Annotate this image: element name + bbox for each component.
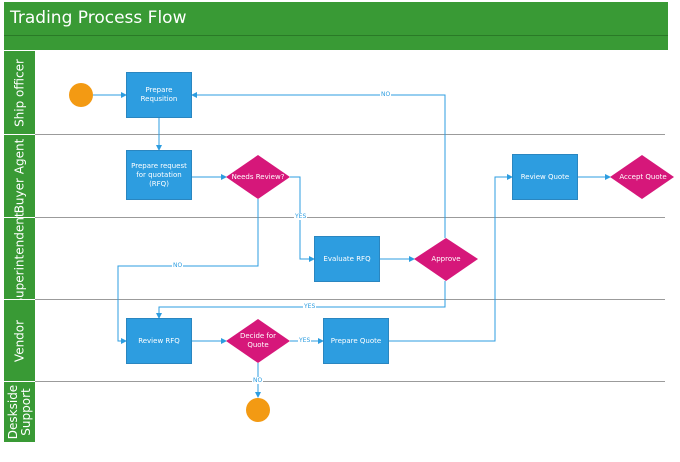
edge-label-decide-yes: YES — [298, 337, 312, 344]
process-evaluate-rfq: Evaluate RFQ — [314, 236, 380, 282]
lane-vendor: Vendor — [4, 300, 35, 382]
process-prepare-request: Prepare request for quotation (RFQ) — [126, 150, 192, 200]
process-review-rfq-label: Review RFQ — [138, 336, 180, 345]
title-bar: Trading Process Flow — [4, 2, 668, 36]
process-prepare-requisition: Prepare Requsition — [126, 72, 192, 118]
process-review-rfq: Review RFQ — [126, 318, 192, 364]
process-evaluate-rfq-label: Evaluate RFQ — [323, 254, 371, 263]
decision-needs-review — [226, 155, 290, 199]
edge-approve-yes — [156, 281, 446, 319]
process-prepare-quote: Prepare Quote — [323, 318, 389, 364]
decision-approve-label: Approve — [431, 254, 461, 263]
decision-decide-for-quote-label: Decide for Quote — [239, 332, 277, 349]
decision-approve — [414, 238, 478, 281]
process-review-quote: Review Quote — [512, 154, 578, 200]
title-strip — [4, 36, 668, 50]
end-node — [246, 398, 270, 422]
lane-divider — [35, 299, 665, 300]
lane-buyer-agent: Buyer Agent — [4, 135, 35, 218]
decision-needs-review-label: Needs Review? — [231, 172, 285, 181]
edge-needs-review-no — [117, 199, 259, 344]
process-prepare-quote-label: Prepare Quote — [330, 336, 382, 345]
start-node — [69, 83, 93, 107]
edge-prepare-to-review-quote — [389, 174, 513, 342]
edge-label-needs-review-yes: YES — [294, 213, 308, 220]
lane-divider — [35, 217, 665, 218]
decision-accept-quote-label: Accept Quote — [619, 172, 667, 181]
edge-label-decide-no: NO — [252, 377, 264, 384]
lane-superintendent: Superintendent — [4, 212, 35, 305]
diagram-title: Trading Process Flow — [10, 8, 187, 28]
decision-decide-for-quote — [226, 319, 290, 363]
process-prepare-request-label: Prepare request for quotation (RFQ) — [131, 161, 187, 188]
edge-approve-no — [191, 92, 446, 238]
lane-ship-officer: Ship officer — [4, 51, 35, 135]
decision-accept-quote — [610, 155, 674, 199]
lane-divider — [35, 381, 665, 382]
lane-divider — [35, 134, 665, 135]
edge-label-approve-no: NO — [380, 91, 392, 98]
process-review-quote-label: Review Quote — [520, 172, 570, 181]
edge-label-approve-yes: YES — [303, 303, 317, 310]
process-prepare-requisition-label: Prepare Requsition — [140, 86, 178, 103]
lane-deskside-support: Deskside Support — [4, 382, 35, 443]
edge-label-needs-review-no: NO — [172, 262, 184, 269]
